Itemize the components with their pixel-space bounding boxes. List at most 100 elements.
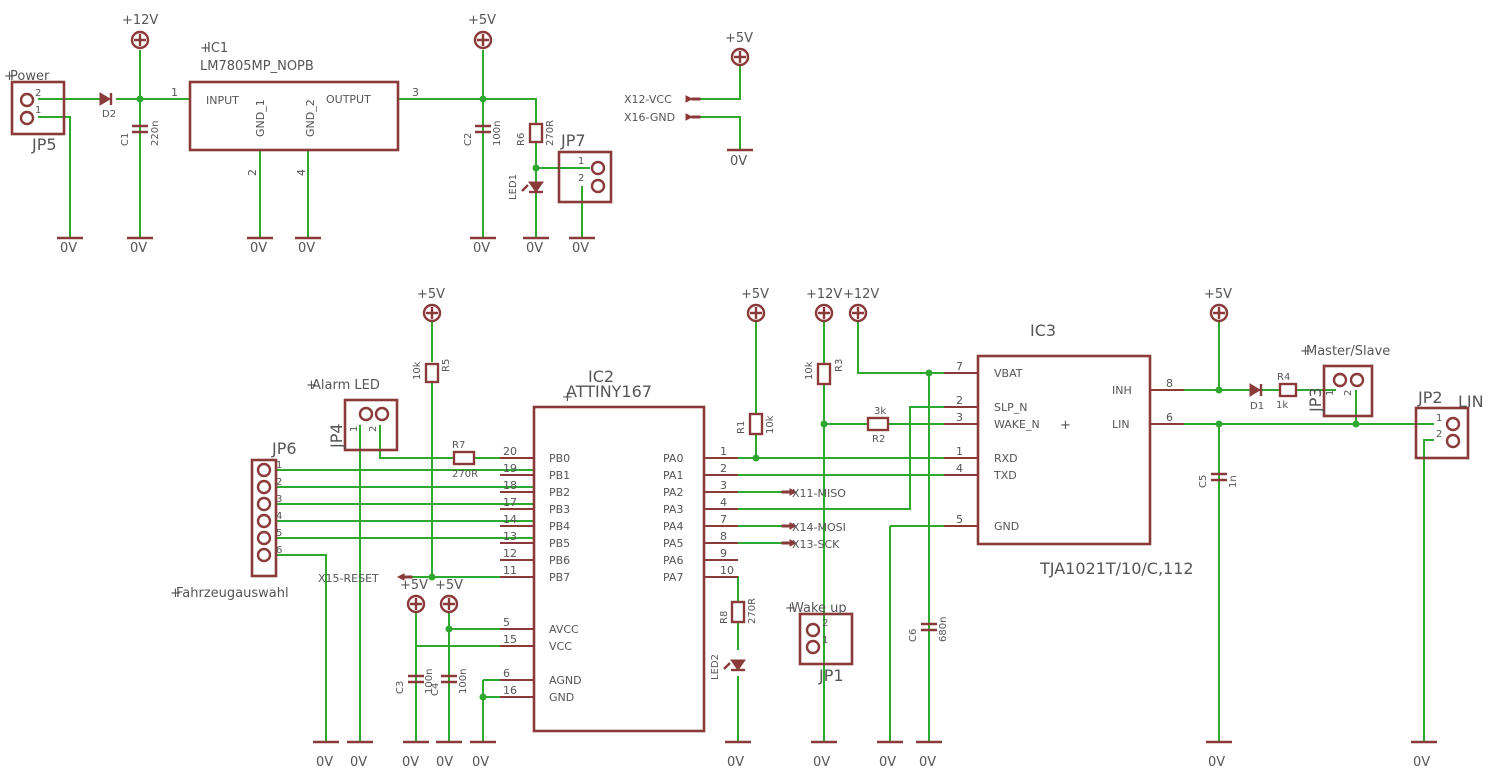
- supply-5v-4: +5V: [741, 287, 769, 323]
- svg-text:TJA1021T/10/C,112: TJA1021T/10/C,112: [1039, 559, 1194, 578]
- gnd-14: 0V: [725, 740, 751, 770]
- svg-text:0V: 0V: [316, 755, 333, 770]
- ic2-pin-number: 4: [720, 496, 727, 509]
- ic2-pin-number: 13: [503, 530, 517, 543]
- gnd-10: 0V: [347, 740, 373, 770]
- svg-text:X12-VCC: X12-VCC: [624, 93, 672, 106]
- ic2-pin-name: PA4: [663, 520, 683, 533]
- svg-text:GND_1: GND_1: [254, 99, 267, 137]
- jp4-alarm-led-connector: 1 2 + Alarm LED JP4: [306, 378, 399, 452]
- gnd-13: 0V: [470, 740, 496, 770]
- svg-text:+12V: +12V: [122, 13, 158, 28]
- wires: [38, 50, 1434, 742]
- svg-text:C5: C5: [1198, 475, 1209, 488]
- svg-text:10k: 10k: [765, 415, 776, 434]
- svg-text:R8: R8: [719, 611, 730, 624]
- svg-text:2: 2: [578, 173, 584, 184]
- gnd-19: 0V: [1411, 740, 1437, 770]
- ic2-pin-number: 15: [503, 633, 517, 646]
- ic2-pin-name: PA6: [663, 554, 683, 567]
- svg-text:1: 1: [822, 635, 828, 646]
- ic2-pin-number: 2: [720, 462, 727, 475]
- svg-text:JP5: JP5: [31, 135, 57, 154]
- ic2-pin-name: PB4: [549, 520, 570, 533]
- svg-text:LM7805MP_NOPB: LM7805MP_NOPB: [200, 59, 314, 74]
- supply-5v-7: +5V: [435, 578, 463, 614]
- svg-text:10k: 10k: [412, 361, 423, 380]
- gnd-2: 0V: [127, 236, 153, 256]
- ic3-pin-number: 3: [956, 411, 963, 424]
- ic3-pin-name: RXD: [994, 452, 1018, 465]
- gnd-18: 0V: [1206, 740, 1232, 770]
- svg-text:X15-RESET: X15-RESET: [318, 572, 379, 585]
- svg-text:0V: 0V: [730, 154, 747, 169]
- jp5-power-connector: 2 1 + Power JP5: [4, 69, 66, 154]
- svg-text:+: +: [306, 378, 317, 393]
- net-x14-mosi: X14-MOSI: [781, 521, 846, 534]
- svg-text:0V: 0V: [250, 241, 267, 256]
- ic3-pin-name: LIN: [1112, 418, 1130, 431]
- r5-resistor: 10k R5: [412, 359, 452, 384]
- ic2-pin-name: PB7: [549, 571, 570, 584]
- svg-text:INPUT: INPUT: [206, 94, 239, 107]
- supply-5v-5: +5V: [1204, 287, 1232, 323]
- ic3-pin-number: 8: [1166, 377, 1173, 390]
- svg-text:1: 1: [1325, 390, 1336, 396]
- svg-text:Fahrzeugauswahl: Fahrzeugauswahl: [176, 586, 289, 601]
- ic2-pin-name: PB5: [549, 537, 570, 550]
- net-x12-vcc: X12-VCC: [624, 93, 701, 106]
- jp7-connector: 1 2 JP7: [557, 131, 613, 204]
- svg-text:ATTINY167: ATTINY167: [566, 382, 652, 401]
- svg-text:+5V: +5V: [468, 13, 496, 28]
- gnd-17: 0V: [916, 740, 942, 770]
- svg-text:5: 5: [276, 528, 282, 539]
- svg-text:D1: D1: [1250, 401, 1264, 412]
- ic3-pin-name: TXD: [993, 469, 1017, 482]
- svg-text:1: 1: [171, 86, 178, 99]
- svg-text:3: 3: [412, 86, 419, 99]
- svg-text:X14-MOSI: X14-MOSI: [792, 521, 846, 534]
- c2-capacitor: C2 100n: [463, 121, 503, 146]
- svg-text:2: 2: [822, 618, 828, 629]
- ic2-pin-name: AVCC: [549, 623, 579, 636]
- svg-text:+: +: [170, 586, 181, 601]
- ic2-pin-number: 8: [720, 530, 727, 543]
- svg-text:0V: 0V: [813, 755, 830, 770]
- svg-text:+: +: [200, 41, 211, 56]
- ic2-microcontroller: IC2 ATTINY167 + 20PB019PB118PB217PB314PB…: [500, 367, 738, 733]
- c5-capacitor: C5 1n: [1198, 472, 1239, 488]
- svg-text:1: 1: [35, 105, 41, 116]
- svg-text:JP6: JP6: [271, 439, 297, 458]
- ic2-pin-number: 19: [503, 462, 517, 475]
- r2-resistor: 3k R2: [866, 406, 890, 445]
- jp1-wakeup-connector: 2 1 + Wake up JP1: [785, 601, 854, 685]
- ic2-pin-name: GND: [549, 691, 574, 704]
- ic2-pin-name: PA5: [663, 537, 683, 550]
- svg-text:LIN: LIN: [1458, 392, 1484, 411]
- supply-5v-1: +5V: [468, 13, 496, 50]
- ic3-pin-number: 5: [956, 513, 963, 526]
- ic2-pin-number: 5: [503, 616, 510, 629]
- ic3-pin-number: 2: [956, 394, 963, 407]
- svg-text:2: 2: [246, 169, 259, 176]
- svg-text:270R: 270R: [452, 469, 478, 480]
- svg-text:1k: 1k: [1276, 400, 1288, 411]
- ic3-pin-name: SLP_N: [994, 401, 1027, 414]
- svg-text:6: 6: [276, 545, 282, 556]
- svg-text:270R: 270R: [545, 120, 556, 146]
- svg-text:IC2: IC2: [588, 367, 614, 386]
- svg-text:+: +: [1300, 344, 1311, 359]
- ic2-pin-name: PB2: [549, 486, 570, 499]
- svg-text:1: 1: [349, 426, 360, 432]
- ic3-pin-name: WAKE_N: [994, 418, 1040, 431]
- led1: LED1: [508, 174, 544, 200]
- svg-text:0V: 0V: [919, 755, 936, 770]
- r8-resistor: R8 270R: [719, 598, 758, 624]
- svg-text:R4: R4: [1277, 372, 1290, 383]
- r3-resistor: 10k R3: [804, 359, 845, 386]
- r7-resistor: R7 270R: [452, 440, 478, 480]
- svg-text:2: 2: [1343, 390, 1354, 396]
- svg-text:0V: 0V: [1208, 755, 1225, 770]
- svg-text:0V: 0V: [727, 755, 744, 770]
